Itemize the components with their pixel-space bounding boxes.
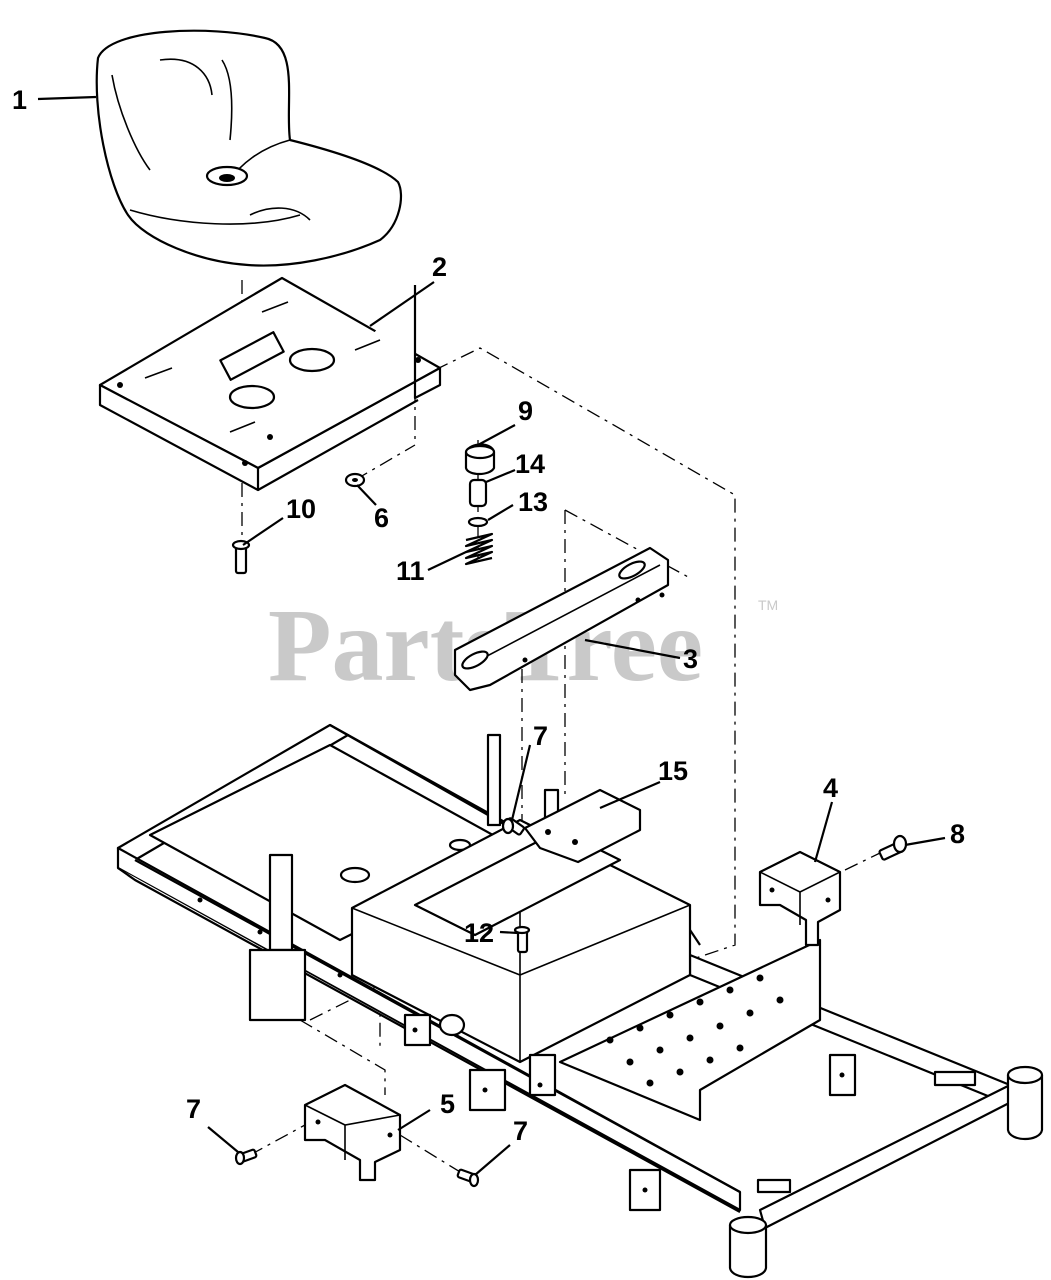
main-frame-part: [116, 723, 1044, 1279]
washer-part-13: [467, 516, 489, 528]
callout-7-right: 7: [513, 1116, 528, 1146]
callout-1: 1: [12, 85, 27, 115]
callout-10: 10: [286, 494, 316, 524]
washer-part: [344, 472, 366, 488]
spacer-tube-part: [468, 478, 488, 508]
callout-7-upper: 7: [533, 721, 548, 751]
callout-4: 4: [823, 773, 838, 803]
callout-7-left: 7: [186, 1094, 201, 1124]
callout-2: 2: [432, 252, 447, 282]
watermark-trademark: TM: [758, 597, 778, 613]
bolt-part-7-left: [234, 1148, 258, 1166]
callout-15: 15: [658, 756, 688, 786]
bolt-part-7-upper: [501, 817, 525, 836]
bolt-part-12: [513, 925, 531, 954]
left-bracket-part: [303, 1083, 402, 1182]
callout-14: 14: [515, 449, 545, 479]
floor-pan-holes: [606, 974, 784, 1087]
callout-12: 12: [464, 918, 494, 948]
bolt-part-10: [231, 539, 251, 575]
callout-6: 6: [374, 503, 389, 533]
seat-part: [95, 29, 402, 267]
right-bracket-part: [758, 850, 842, 947]
callout-13: 13: [518, 487, 548, 517]
seat-plate-part: [98, 276, 442, 492]
callout-leaders: [37, 95, 946, 1176]
callout-11: 11: [396, 556, 425, 586]
callout-3: 3: [683, 644, 698, 674]
bolt-part-7-right: [456, 1168, 480, 1188]
bumper-part: [464, 443, 496, 476]
callout-labels: 1 2 3 4 5 6 7 7 7 8 9 10 11 12 13 14 15: [12, 85, 965, 1146]
spring-part: [464, 532, 494, 566]
callout-8: 8: [950, 819, 965, 849]
mounting-plate-part: [523, 788, 642, 864]
bolt-part-8: [878, 834, 908, 861]
seat-mount-bracket-part: [453, 546, 670, 692]
callout-9: 9: [518, 396, 533, 426]
callout-5: 5: [440, 1089, 455, 1119]
